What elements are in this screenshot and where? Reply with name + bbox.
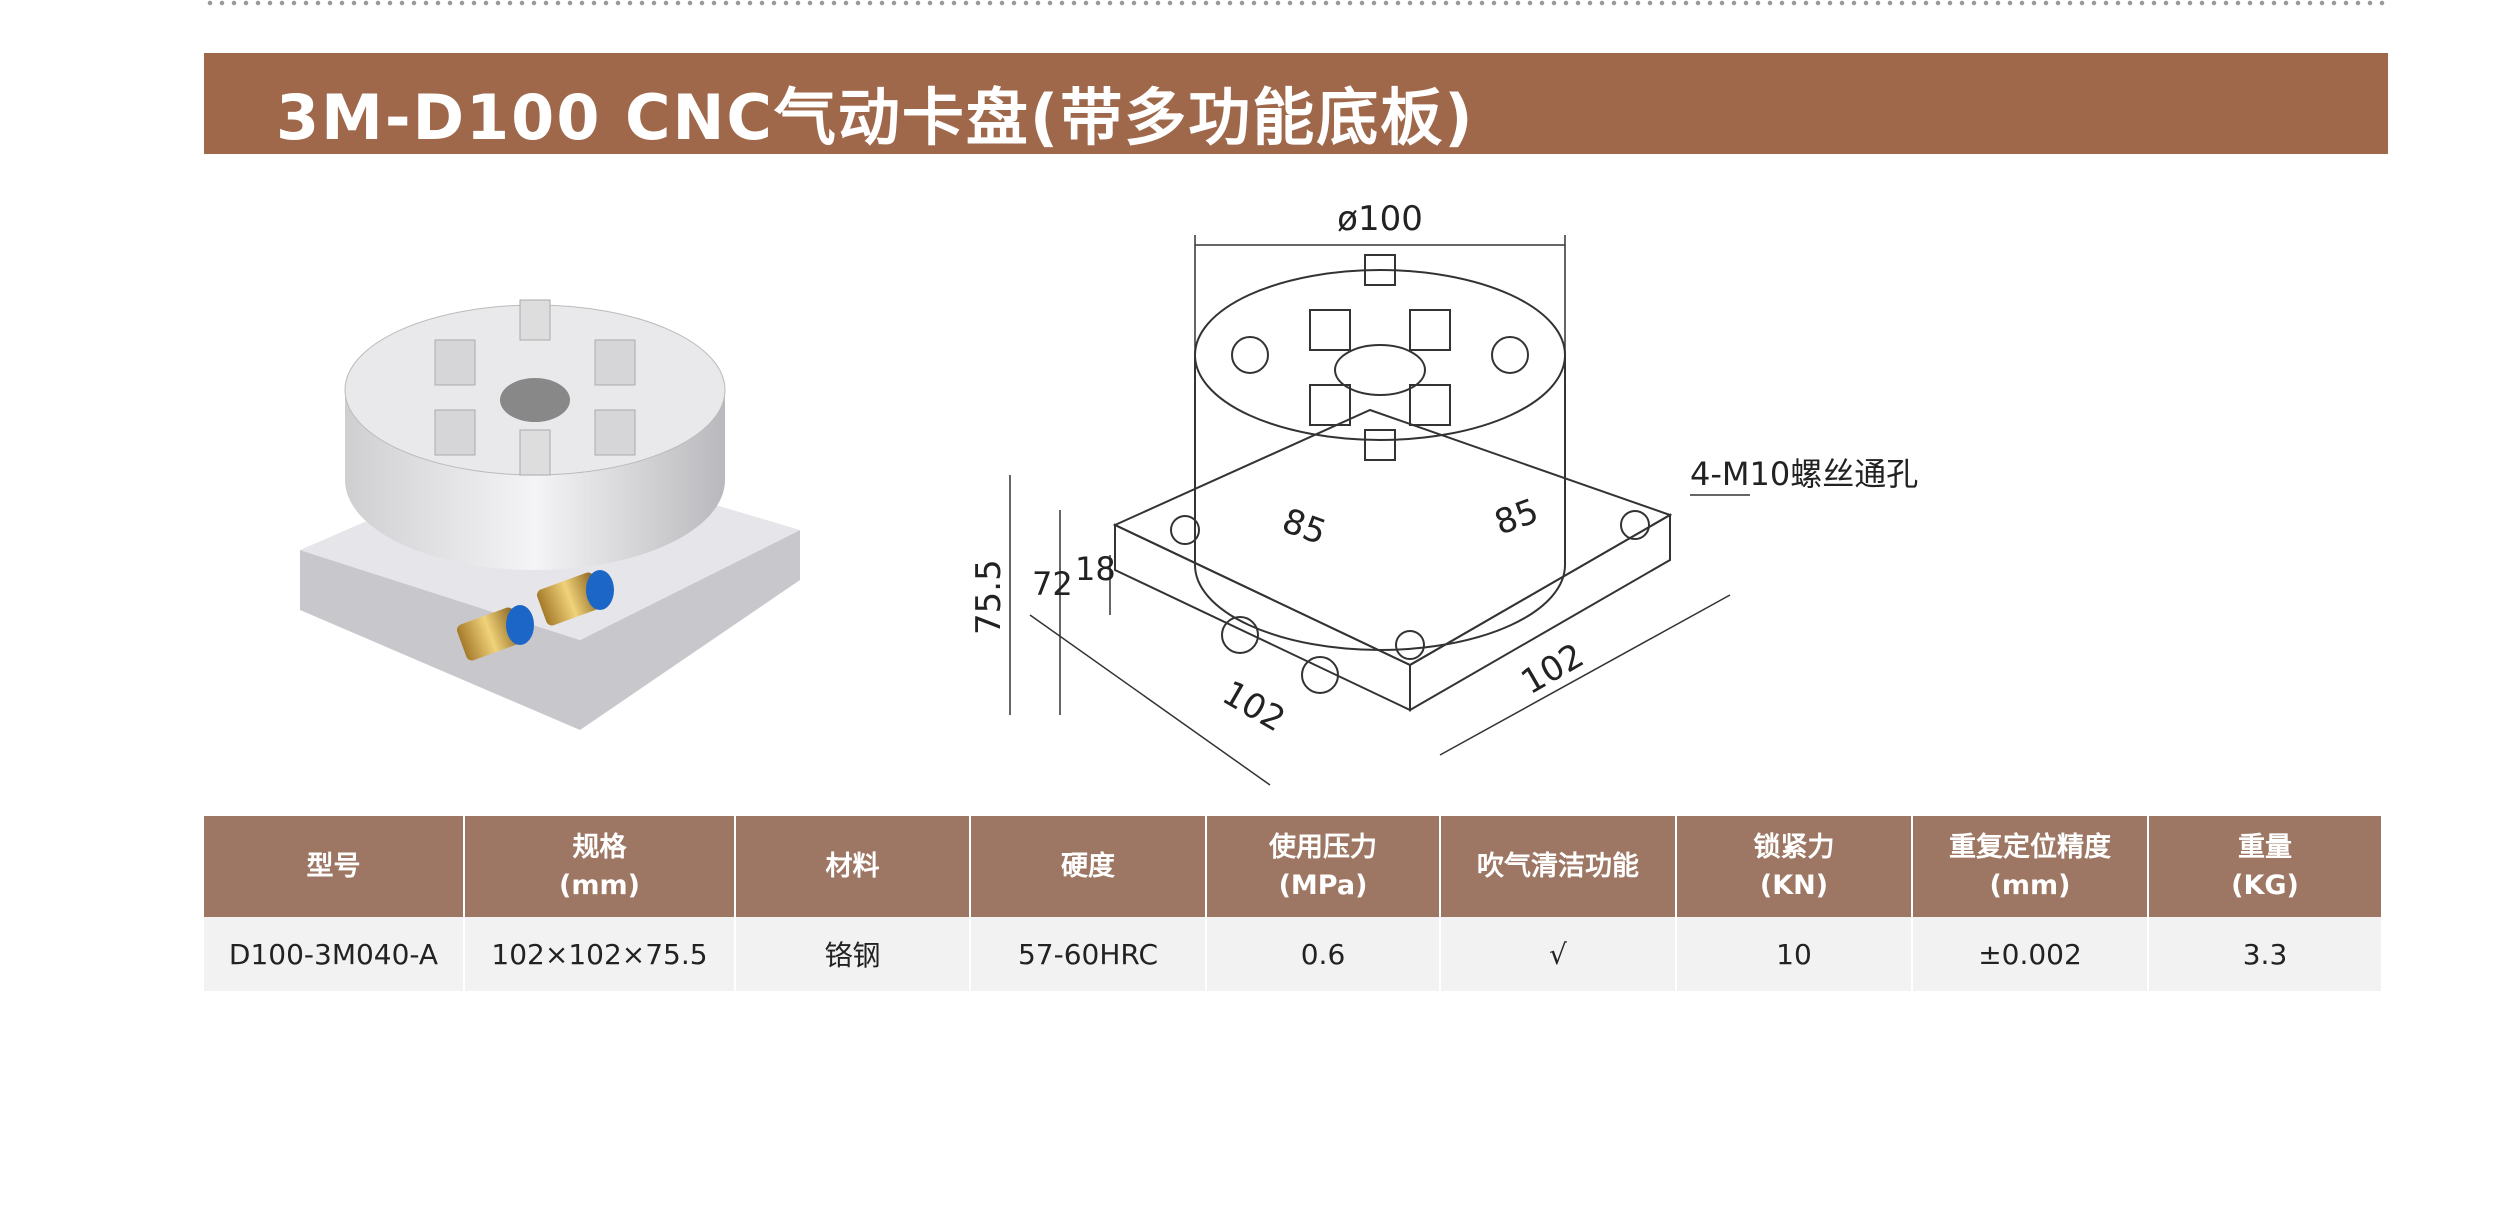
header-clamping-force: 锁紧力 (KN): [1676, 816, 1913, 917]
dotted-divider: [204, 0, 2388, 6]
header-material: 材料: [735, 816, 971, 917]
spec-table: 型号 规格 (mm) 材料 硬度 使用压力 (MPa) 吹气清洁功能 锁紧力 (KN)…: [204, 816, 2383, 991]
header-text: 型号: [306, 850, 361, 882]
cell-material: 铬钢: [735, 917, 971, 991]
cell-model: D100-3M040-A: [204, 917, 465, 991]
dim-width-left: 102: [1216, 673, 1292, 740]
hole-note-label: 4-M10螺丝通孔: [1690, 455, 1918, 493]
cell-repeatability: ±0.002: [1912, 917, 2149, 991]
product-photo: [300, 299, 800, 730]
header-text: 材料: [825, 850, 880, 882]
cell-air-clean: √: [1440, 917, 1677, 991]
header-unit: (MPa): [1278, 869, 1368, 901]
table-header-row: 型号 规格 (mm) 材料 硬度 使用压力 (MPa) 吹气清洁功能 锁紧力 (KN)…: [204, 816, 2383, 917]
cell-spec: 102×102×75.5: [464, 917, 736, 991]
header-pressure: 使用压力 (MPa): [1206, 816, 1441, 917]
header-text: 使用压力: [1269, 831, 1377, 863]
page-title: 3M-D100 CNC气动卡盘(带多功能底板): [276, 81, 1475, 154]
cell-weight: 3.3: [2148, 917, 2383, 991]
header-hardness: 硬度: [970, 816, 1207, 917]
header-unit: (mm): [559, 869, 640, 901]
header-text: 重量: [2238, 831, 2292, 863]
header-weight: 重量 (KG): [2148, 816, 2383, 917]
header-text: 规格: [572, 831, 627, 863]
cell-pressure: 0.6: [1206, 917, 1441, 991]
dim-height-18: 18: [1075, 550, 1116, 588]
dim-height-72: 72: [1032, 565, 1073, 603]
header-text: 锁紧力: [1753, 831, 1835, 863]
header-repeatability: 重复定位精度 (mm): [1912, 816, 2149, 917]
header-air-clean: 吹气清洁功能: [1440, 816, 1677, 917]
header-unit: (KN): [1759, 869, 1829, 901]
header-model: 型号: [204, 816, 465, 917]
header-unit: (KG): [2231, 869, 2299, 901]
technical-drawing: ø100 4-M10螺丝通孔 85 85 75.5 72 18 102 102: [970, 199, 1918, 786]
header-text: 吹气清洁功能: [1477, 850, 1639, 882]
dim-85-right: 85: [1489, 491, 1543, 543]
header-text: 重复定位精度: [1949, 831, 2111, 863]
table-row: D100-3M040-A 102×102×75.5 铬钢 57-60HRC 0.…: [204, 917, 2383, 991]
cell-clamping-force: 10: [1676, 917, 1913, 991]
cell-hardness: 57-60HRC: [970, 917, 1207, 991]
header-text: 硬度: [1061, 850, 1115, 882]
header-unit: (mm): [1989, 869, 2071, 901]
dim-85-left: 85: [1277, 501, 1331, 553]
title-bar: 3M-D100 CNC气动卡盘(带多功能底板): [204, 53, 2388, 154]
header-spec: 规格 (mm): [464, 816, 736, 917]
diameter-label: ø100: [1337, 199, 1423, 239]
dim-height-total: 75.5: [970, 559, 1009, 635]
